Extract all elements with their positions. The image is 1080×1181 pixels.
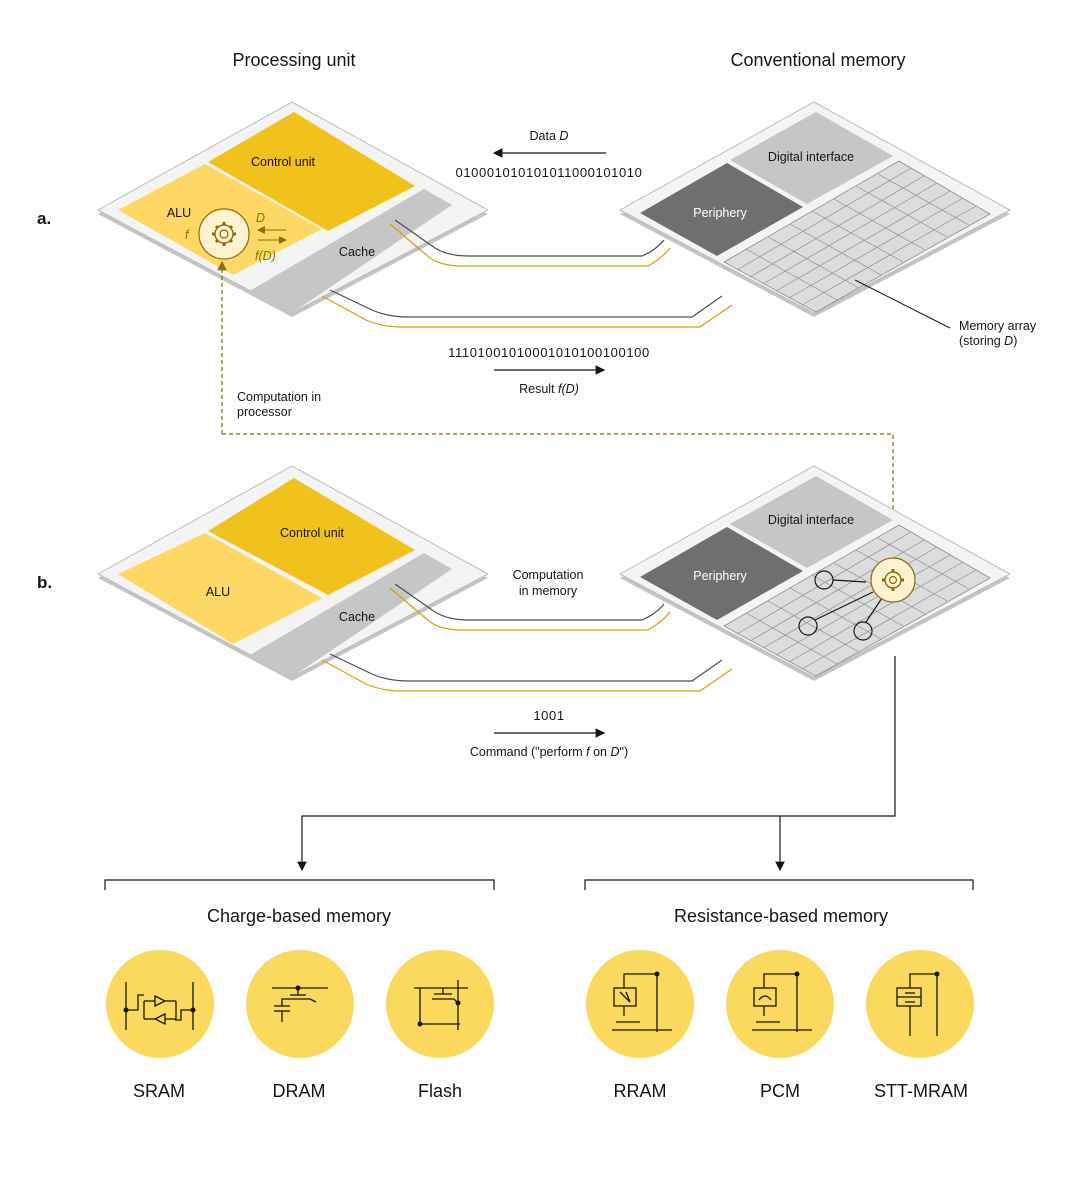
processing-unit-header: Processing unit [232,50,355,70]
control-unit-block-b [208,478,415,595]
memory-label-dram: DRAM [273,1081,326,1101]
alu-label-b: ALU [206,585,230,599]
bus-wires-a [321,219,733,328]
digital-interface-label-a: Digital interface [768,150,854,164]
control-unit-label-b: Control unit [280,526,344,540]
alu-label-a: ALU [167,206,191,220]
cache-label-a: Cache [339,245,375,259]
digital-interface-block-a [730,112,893,204]
periphery-block-b [640,527,803,620]
gear-icon [198,208,250,260]
command-label: Command ("perform f on D") [470,745,628,759]
bus-wires-b [321,583,733,692]
result-label: Result f(D) [519,382,579,396]
periphery-block-a [640,163,803,256]
d-symbol-a: D [256,211,265,225]
control-unit-label-a: Control unit [251,155,315,169]
cim-label-line2: in memory [519,584,578,598]
alu-block-b [118,533,322,644]
digital-interface-block-b [730,476,893,568]
memory-label-pcm: PCM [760,1081,800,1101]
charge-based-heading: Charge-based memory [207,906,391,926]
control-unit-block-a [208,112,415,231]
processor-chip-b [96,465,490,681]
memory-array-label-line2: (storing D) [959,334,1017,348]
memory-label-sram: SRAM [133,1081,185,1101]
computation-processor-line1: Computation in [237,390,321,404]
resistance-based-heading: Resistance-based memory [674,906,888,926]
cache-block-b [248,553,452,677]
f-symbol-a: f [185,228,190,242]
memory-label-flash: Flash [418,1081,462,1101]
fd-symbol-a: f(D) [255,249,276,263]
cim-label-line1: Computation [513,568,584,582]
sram-icon [106,950,214,1058]
processor-chip-a [96,101,490,317]
memory-label-stt-mram: STT-MRAM [874,1081,968,1101]
panel-b-label: b. [37,573,52,592]
memory-label-rram: RRAM [614,1081,667,1101]
memory-chip-b [618,465,1012,681]
rram-icon [586,950,694,1058]
cache-label-b: Cache [339,610,375,624]
result-bits: 11101001010001010100100100 [448,345,650,360]
pcm-icon [726,950,834,1058]
periphery-label-b: Periphery [693,569,747,583]
stt-mram-icon [866,950,974,1058]
flash-icon [386,950,494,1058]
data-label: Data D [530,129,569,143]
computation-processor-line2: processor [237,405,292,419]
command-bits: 1001 [533,708,564,723]
gear-icon-memory [870,557,916,603]
panel-a-label: a. [37,209,51,228]
memory-chip-a [618,101,1012,317]
memory-tree [104,656,974,890]
data-bits: 010001010101011000101010 [456,165,643,180]
digital-interface-label-b: Digital interface [768,513,854,527]
memory-array-label-line1: Memory array [959,319,1037,333]
periphery-label-a: Periphery [693,206,747,220]
dram-icon [246,950,354,1058]
conventional-memory-header: Conventional memory [730,50,905,70]
